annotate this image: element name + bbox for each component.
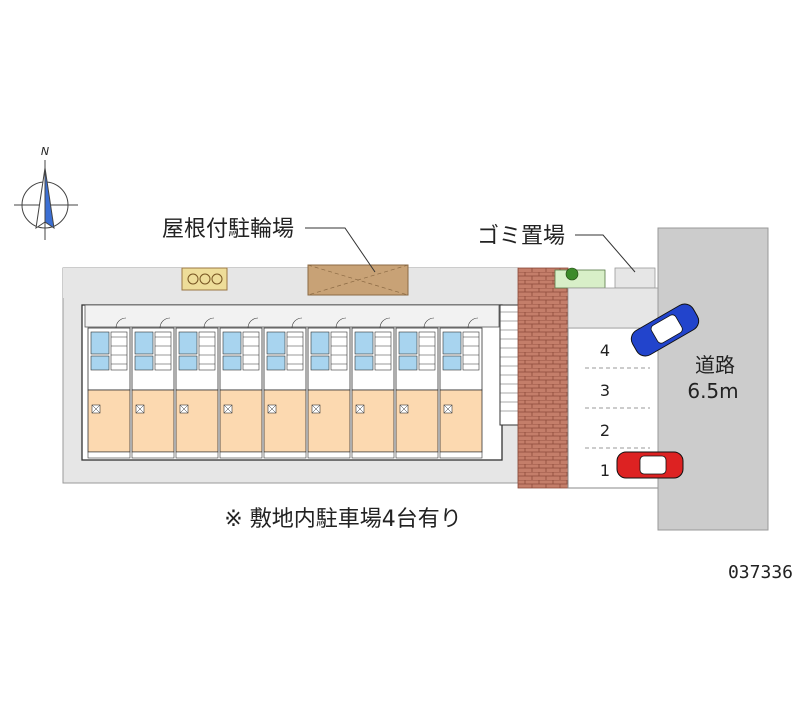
garbage-area (554, 267, 656, 289)
parking-note: ※ 敷地内駐車場4台有り (224, 507, 461, 532)
apartment-unit (131, 317, 175, 459)
apartment-unit (351, 317, 395, 459)
road (657, 227, 769, 531)
road-label: 道路 (695, 353, 735, 377)
north-compass-icon: N (14, 145, 78, 240)
red-car-icon (616, 451, 684, 479)
apartment-unit (263, 317, 307, 459)
garbage-label: ゴミ置場 (477, 224, 565, 249)
north-label: N (41, 145, 49, 158)
apartment-unit (395, 317, 439, 459)
bicycle-shed (181, 267, 228, 291)
parking-space-4: 4 (600, 341, 610, 360)
property-code: 037336 (728, 562, 793, 583)
blue-car-icon (630, 303, 700, 357)
apartment-unit (307, 317, 351, 459)
bicycle-leader-line (305, 227, 376, 273)
brick-path (517, 267, 569, 489)
upper-strip (63, 268, 518, 298)
roofed-bicycle-parking (307, 264, 409, 296)
apartment-unit (219, 317, 263, 459)
road-width-label: 6.5m (687, 379, 738, 403)
apartment-unit (87, 317, 131, 459)
parking-space-3: 3 (600, 381, 610, 400)
parking-space-2: 2 (600, 421, 610, 440)
apartment-unit (175, 317, 219, 459)
garbage-leader-line (575, 234, 636, 273)
bicycle-parking-label: 屋根付駐輪場 (162, 217, 294, 242)
apartment-unit (439, 317, 483, 459)
parking-space-1: 1 (600, 461, 610, 480)
unit-group (87, 317, 483, 459)
